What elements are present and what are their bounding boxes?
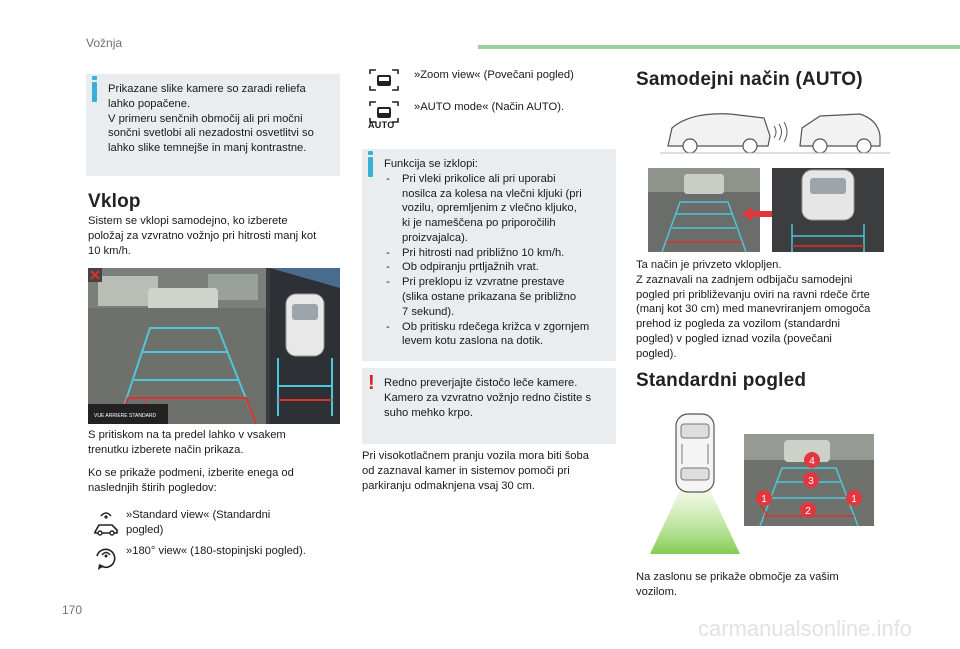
warning-box-lens: ! Redno preverjajte čistočo leče kamere.…	[362, 368, 616, 444]
svg-text:1: 1	[851, 494, 857, 505]
svg-text:1: 1	[761, 494, 767, 505]
switch-arrow-icon	[740, 204, 790, 224]
view-zoom-label: »Zoom view« (Povečani pogled)	[414, 69, 574, 81]
callout-4: 4	[804, 452, 820, 473]
auto-mode-paragraph: Ta način je privzeto vklopljen. Z zaznav…	[636, 259, 871, 360]
camera-screen-image: VUE ARRIERE STANDARD	[88, 268, 340, 424]
auto-icon-label: AUTO	[368, 120, 395, 130]
callout-graphic: 2	[800, 502, 816, 518]
callout-graphic: 3	[803, 472, 819, 488]
standard-view-screen	[648, 168, 760, 252]
view-180-icon	[92, 544, 126, 579]
view-180-label: »180° view« (180-stopinjski pogled).	[126, 545, 306, 557]
view-standard-label: »Standard view« (Standardni pogled)	[126, 509, 271, 536]
heading-standard-view: Standardni pogled	[636, 370, 807, 391]
info-text: Prikazane slike kamere so zaradi reliefa…	[108, 83, 314, 155]
callout-1-left: 1	[756, 490, 772, 511]
pressure-wash-paragraph: Pri visokotlačnem pranju vozila mora bit…	[362, 450, 589, 492]
deactivation-intro: Funkcija se izklopi:	[384, 158, 478, 170]
svg-text:3: 3	[808, 476, 814, 487]
standard-view-icon	[92, 508, 126, 543]
warning-icon: !	[368, 372, 375, 394]
list-item: Pri vleki prikolice ali pri uporabi nosi…	[384, 172, 606, 246]
view-option-zoom: »Zoom view« (Povečani pogled)	[366, 68, 616, 97]
heading-vklop: Vklop	[88, 191, 141, 212]
callout-1-right: 1	[846, 490, 862, 511]
list-item: Pri hitrosti nad približno 10 km/h.	[384, 246, 606, 261]
callout-graphic: 4	[804, 452, 820, 468]
callout-3: 3	[803, 472, 819, 493]
info-box-deactivation: Funkcija se izklopi: Pri vleki prikolice…	[362, 149, 616, 361]
info-box-camera: Prikazane slike kamere so zaradi reliefa…	[86, 74, 340, 176]
view-option-auto: AUTO »AUTO mode« (Način AUTO).	[366, 100, 616, 130]
heading-auto-mode: Samodejni način (AUTO)	[636, 69, 863, 90]
car-top-illustration	[650, 410, 740, 554]
svg-text:2: 2	[805, 506, 811, 517]
deactivation-list: Pri vleki prikolice ali pri uporabi nosi…	[384, 172, 606, 349]
section-label: Vožnja	[86, 36, 123, 50]
warning-text: Redno preverjajte čistočo leče kamere. K…	[384, 377, 592, 419]
zoom-view-screen	[772, 168, 884, 252]
screen-label: VUE ARRIERE STANDARD	[94, 413, 157, 419]
standard-view-paragraph: Na zaslonu se prikaže območje za vašim v…	[636, 571, 839, 598]
info-icon	[368, 151, 373, 177]
callout-2: 2	[800, 502, 816, 523]
info-icon	[92, 76, 97, 102]
page-number: 170	[62, 603, 83, 617]
submenu-paragraph: Ko se prikaže podmeni, izberite enega od…	[88, 467, 294, 494]
camera-screen-graphic: VUE ARRIERE STANDARD	[88, 268, 340, 424]
view-option-standard: »Standard view« (Standardni pogled)	[92, 508, 342, 543]
view-option-180: »180° view« (180-stopinjski pogled).	[92, 544, 342, 579]
list-item: Ob pritisku rdečega križca v zgornjem le…	[384, 320, 606, 350]
auto-mode-icon: AUTO	[366, 100, 414, 130]
vklop-paragraph: Sistem se vklopi samodejno, ko izberete …	[88, 215, 317, 257]
list-item: Pri preklopu iz vzvratne prestave (slika…	[384, 275, 606, 319]
svg-text:4: 4	[809, 456, 815, 467]
view-auto-label: »AUTO mode« (Način AUTO).	[414, 101, 565, 113]
zoom-view-icon	[366, 68, 414, 97]
list-item: Ob odpiranju prtljažnih vrat.	[384, 260, 606, 275]
callout-graphic: 1	[756, 490, 772, 506]
watermark: carmanualsonline.info	[697, 616, 912, 641]
callout-graphic: 1	[846, 490, 862, 506]
car-approach-illustration	[660, 106, 890, 156]
header-rule	[478, 45, 960, 49]
select-view-paragraph: S pritiskom na ta predel lahko v vsakem …	[88, 429, 286, 456]
